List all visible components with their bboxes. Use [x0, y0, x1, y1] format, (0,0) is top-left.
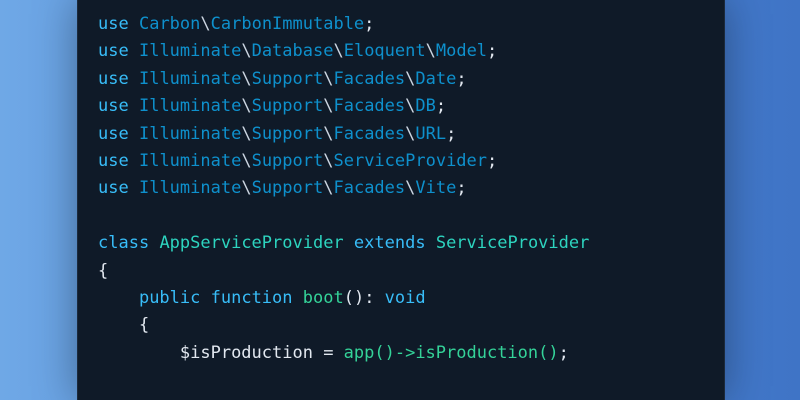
namespace-part: Support	[251, 150, 324, 171]
return-type: void	[384, 287, 426, 308]
namespace-separator: \	[323, 68, 334, 89]
namespace-part: Support	[251, 96, 324, 117]
code-line-import: use Illuminate\Support\ServiceProvider;	[98, 148, 589, 175]
namespace-part: DB	[415, 96, 436, 117]
semicolon: ;	[487, 150, 498, 171]
code-line-statement: $isProduction = app()->isProduction();	[98, 340, 589, 367]
code-line-import: use Illuminate\Database\Eloquent\Model;	[98, 38, 589, 65]
namespace-part: Support	[251, 68, 324, 89]
keyword-use: use	[98, 96, 129, 117]
semicolon: ;	[456, 68, 467, 89]
code-line-method-declaration: public function boot(): void	[98, 285, 589, 312]
open-brace: {	[138, 315, 150, 336]
keyword-class: class	[98, 233, 150, 254]
code-line-class-open-brace: {	[98, 258, 589, 285]
namespace-separator: \	[323, 178, 334, 199]
namespace-part: Date	[415, 68, 457, 89]
code-line-import: use Illuminate\Support\Facades\DB;	[98, 93, 589, 120]
keyword-extends: extends	[353, 233, 426, 254]
namespace-separator: \	[241, 41, 252, 62]
keyword-function: function	[210, 287, 293, 308]
namespace-part: Illuminate	[138, 178, 242, 199]
namespace-separator: \	[241, 150, 252, 171]
namespace-part: Model	[435, 41, 488, 62]
namespace-part: CarbonImmutable	[210, 14, 365, 34]
variable: $isProduction	[179, 342, 313, 363]
namespace-separator: \	[405, 178, 416, 199]
parent-class-name: ServiceProvider	[435, 233, 590, 254]
namespace-separator: \	[241, 96, 252, 117]
namespace-separator: \	[425, 41, 436, 62]
namespace-part: URL	[415, 123, 447, 144]
function-call: app()->isProduction()	[343, 342, 559, 363]
class-name: AppServiceProvider	[159, 233, 344, 254]
namespace-part: Support	[251, 178, 324, 199]
namespace-separator: \	[323, 150, 334, 171]
method-params: ():	[343, 287, 385, 308]
namespace-separator: \	[333, 41, 344, 62]
keyword-use: use	[98, 41, 129, 62]
namespace-part: Illuminate	[138, 96, 242, 117]
code-editor-window: use Carbon\CarbonImmutable;use Illuminat…	[77, 0, 725, 400]
namespace-part: Facades	[333, 123, 406, 144]
keyword-use: use	[98, 123, 129, 144]
namespace-part: Illuminate	[138, 123, 242, 144]
namespace-part: Eloquent	[343, 41, 426, 62]
namespace-separator: \	[241, 123, 252, 144]
namespace-separator: \	[405, 68, 416, 89]
semicolon: ;	[435, 96, 447, 117]
namespace-separator: \	[405, 96, 416, 117]
semicolon: ;	[487, 41, 498, 62]
namespace-part: Illuminate	[138, 68, 242, 89]
semicolon: ;	[558, 342, 569, 363]
keyword-use: use	[98, 14, 129, 34]
namespace-part: Facades	[333, 68, 406, 89]
code-line-import: use Illuminate\Support\Facades\URL;	[98, 121, 589, 148]
code-line-blank	[98, 367, 589, 394]
keyword-use: use	[98, 68, 129, 89]
code-line-blank	[98, 203, 589, 230]
namespace-part: Database	[251, 41, 334, 62]
namespace-separator: \	[241, 178, 252, 199]
assignment-operator: =	[312, 342, 344, 363]
keyword-public: public	[138, 287, 201, 308]
namespace-part: Illuminate	[138, 41, 242, 62]
code-line-method-open-brace: {	[98, 312, 589, 339]
semicolon: ;	[446, 123, 457, 144]
open-brace: {	[98, 260, 109, 281]
code-line-import: use Carbon\CarbonImmutable;	[98, 11, 589, 38]
keyword-use: use	[98, 150, 129, 171]
namespace-part: Facades	[333, 178, 406, 199]
code-line-class-declaration: class AppServiceProvider extends Service…	[98, 230, 589, 257]
namespace-separator: \	[241, 68, 252, 89]
namespace-part: Vite	[415, 178, 457, 199]
semicolon: ;	[364, 14, 375, 34]
namespace-separator: \	[200, 14, 211, 34]
namespace-separator: \	[405, 123, 416, 144]
namespace-separator: \	[323, 96, 334, 117]
namespace-part: Carbon	[138, 14, 201, 34]
namespace-part: Illuminate	[138, 150, 242, 171]
code-line-import: use Illuminate\Support\Facades\Vite;	[98, 175, 589, 202]
namespace-separator: \	[323, 123, 334, 144]
code-line-import: use Illuminate\Support\Facades\Date;	[98, 66, 589, 93]
code-block: use Carbon\CarbonImmutable;use Illuminat…	[98, 11, 589, 394]
semicolon: ;	[456, 178, 467, 199]
namespace-part: Facades	[333, 96, 406, 117]
keyword-use: use	[98, 178, 129, 199]
namespace-part: Support	[251, 123, 324, 144]
method-name: boot	[302, 287, 344, 308]
namespace-part: ServiceProvider	[333, 150, 488, 171]
